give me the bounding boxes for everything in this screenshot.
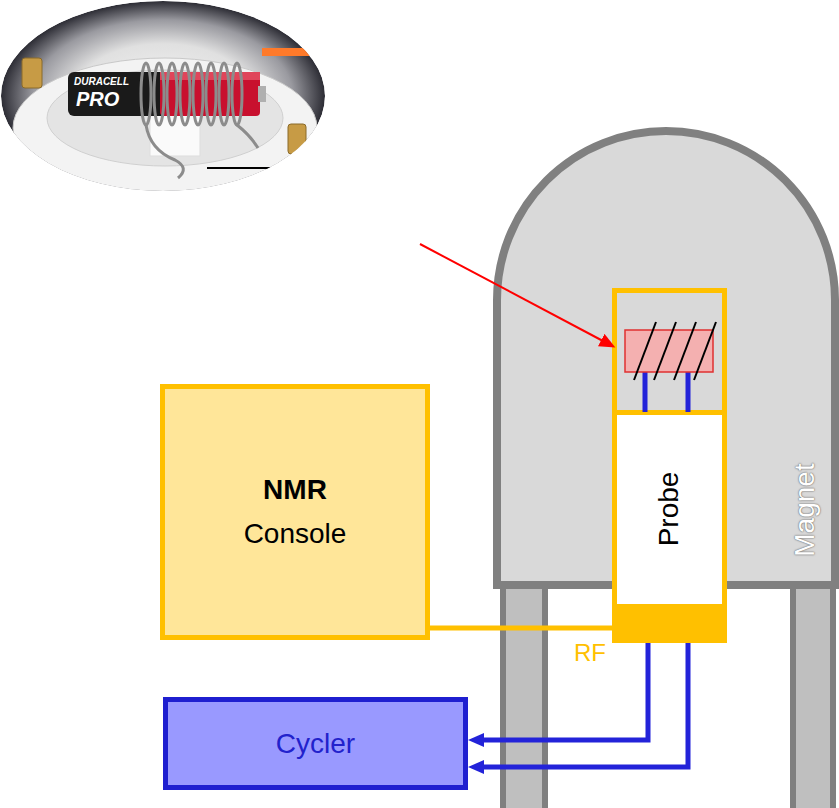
nmr-console-label: Console xyxy=(244,517,347,551)
magnet-leg xyxy=(503,585,545,808)
probe-photo-part xyxy=(262,48,332,56)
probe-photo-part-part xyxy=(237,125,258,148)
signal-label: RF xyxy=(574,640,606,666)
probe-photo-part xyxy=(22,58,42,88)
brand-text: DURACELL xyxy=(74,76,129,87)
probe-photo-part xyxy=(141,63,258,178)
coil-winding-part xyxy=(674,322,696,380)
brand-text: PRO xyxy=(76,88,119,110)
nmr-console-label: NMR xyxy=(263,473,327,507)
probe-photo-part-part xyxy=(146,125,183,178)
probe-photo-part xyxy=(288,124,306,154)
probe-photo-part-part xyxy=(219,63,229,125)
probe-photo-part-part xyxy=(206,63,216,125)
probe-photo-part xyxy=(207,167,297,169)
magnet-label: Magnet xyxy=(788,463,822,556)
probe-photo-part-part xyxy=(232,63,242,125)
coil-lead xyxy=(686,372,691,412)
probe-label-group: Probe xyxy=(652,472,686,547)
magnet-label-group: Magnet xyxy=(788,463,822,556)
probe-base xyxy=(612,605,727,643)
coil-lead xyxy=(643,372,648,412)
probe-photo xyxy=(1,1,332,198)
probe-photo-part-part xyxy=(193,63,203,125)
coil-compartment xyxy=(615,291,725,413)
coil-winding-part xyxy=(654,322,676,380)
probe-photo-part-part xyxy=(180,63,190,125)
probe-photo-part-part xyxy=(154,63,164,125)
probe-label: Probe xyxy=(652,472,686,547)
brand-text-holder: PRO xyxy=(76,88,119,110)
coil-winding-part xyxy=(634,322,656,380)
magnet-leg xyxy=(793,585,833,808)
probe: Probe xyxy=(612,288,727,643)
coil-winding xyxy=(634,322,716,380)
nmr-console-label-group: NMR Console xyxy=(165,389,425,635)
probe-photo-part-part xyxy=(141,63,151,125)
brand-text-holder: DURACELL xyxy=(74,76,129,87)
magnet: Magnet Probe xyxy=(493,126,839,808)
probe-photo-part xyxy=(13,58,317,198)
probe-body xyxy=(615,413,725,607)
cycler-label: Cycler xyxy=(276,727,355,761)
rf-cable xyxy=(430,626,612,631)
probe-photo-part xyxy=(258,86,266,102)
nmr-console: NMR Console xyxy=(160,384,430,640)
magnet-dome xyxy=(497,131,835,585)
edge-label-holder: RF xyxy=(574,640,606,666)
cycler-label-group: Cycler xyxy=(168,702,463,785)
magnet-outline xyxy=(493,126,839,808)
cycler: Cycler xyxy=(163,697,468,790)
coil-winding-part xyxy=(694,322,716,380)
probe-photo-part-part xyxy=(167,63,177,125)
